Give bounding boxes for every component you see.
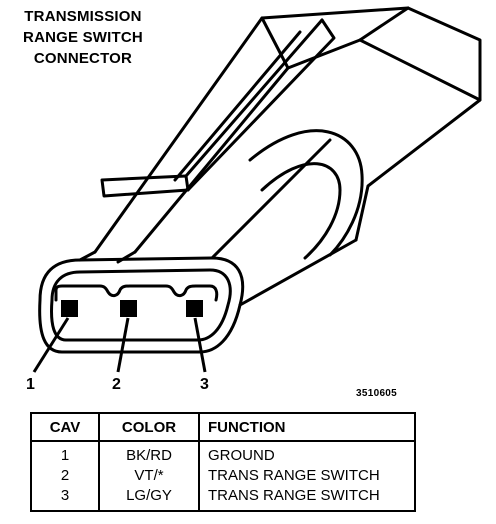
- figure-id: 3510605: [356, 388, 398, 399]
- cell-function: TRANS RANGE SWITCH: [198, 486, 416, 511]
- header-color: COLOR: [98, 412, 200, 442]
- cell-function: TRANS RANGE SWITCH: [198, 466, 416, 486]
- cell-cav: 2: [30, 466, 100, 486]
- header-cav: CAV: [30, 412, 100, 442]
- cavity-3-terminal: [186, 300, 203, 317]
- header-function: FUNCTION: [198, 412, 416, 442]
- title-line-1: TRANSMISSION: [24, 8, 142, 25]
- cell-function: GROUND: [198, 441, 416, 466]
- table-row: 3 LG/GY TRANS RANGE SWITCH: [30, 486, 416, 511]
- table-row: 1 BK/RD GROUND: [30, 441, 416, 466]
- connector-body-ridge: [260, 6, 410, 70]
- pinout-table: CAV COLOR FUNCTION 1 BK/RD GROUND 2 VT/*…: [30, 412, 416, 512]
- pin-1-leader: [32, 317, 70, 373]
- cell-color: LG/GY: [98, 486, 200, 511]
- pin-3-leader: [193, 317, 207, 373]
- table-row: 2 VT/* TRANS RANGE SWITCH: [30, 466, 416, 486]
- pin-2-leader: [116, 317, 130, 373]
- title-line-2: RANGE SWITCH: [23, 29, 143, 46]
- connector-collar: [248, 129, 364, 257]
- pin-label-1: 1: [26, 376, 35, 393]
- cavity-1-terminal: [61, 300, 78, 317]
- cell-color: VT/*: [98, 466, 200, 486]
- cell-cav: 1: [30, 441, 100, 466]
- pin-label-3: 3: [200, 376, 209, 393]
- title-line-3: CONNECTOR: [33, 50, 133, 67]
- pin-label-2: 2: [112, 376, 121, 393]
- table-header-row: CAV COLOR FUNCTION: [30, 412, 416, 442]
- diagram-title: TRANSMISSION RANGE SWITCH CONNECTOR: [8, 6, 158, 69]
- cavity-2-terminal: [120, 300, 137, 317]
- cell-color: BK/RD: [98, 441, 200, 466]
- cell-cav: 3: [30, 486, 100, 511]
